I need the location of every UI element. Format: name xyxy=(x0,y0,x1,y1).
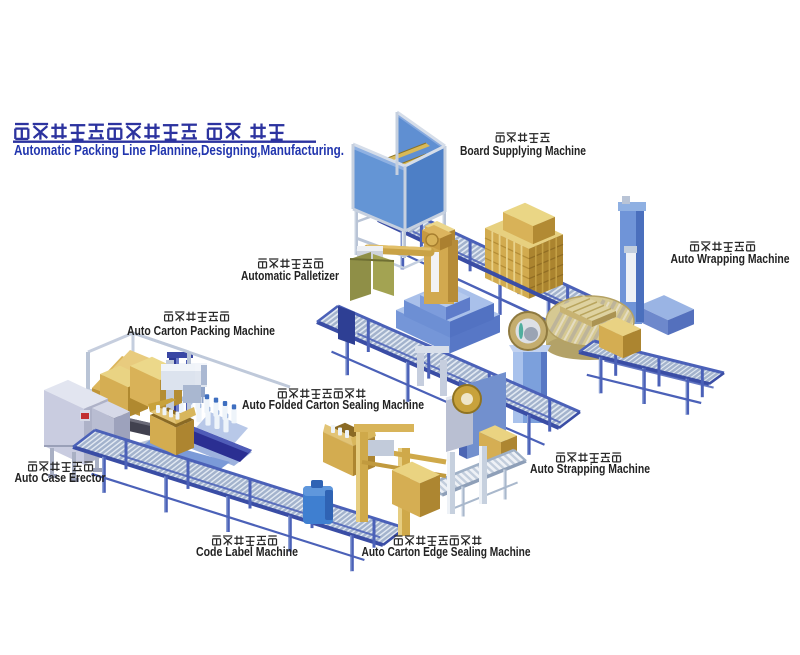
svg-text:Automatic Palletizer: Automatic Palletizer xyxy=(241,268,339,283)
svg-text:Code Label Machine: Code Label Machine xyxy=(196,544,298,559)
svg-text:Auto Carton Packing Machine: Auto Carton Packing Machine xyxy=(127,323,275,338)
svg-text:Auto Carton Edge Sealing Machi: Auto Carton Edge Sealing Machine xyxy=(362,544,531,559)
svg-text:Auto Strapping Machine: Auto Strapping Machine xyxy=(530,461,650,476)
svg-text:Auto Folded Carton Sealing Mac: Auto Folded Carton Sealing Machine xyxy=(242,397,424,412)
svg-text:Automatic Packing Line Plannin: Automatic Packing Line Plannine,Designin… xyxy=(14,142,344,159)
svg-text:Auto Wrapping Machine: Auto Wrapping Machine xyxy=(671,251,790,266)
svg-text:Auto Case Erector: Auto Case Erector xyxy=(15,470,106,485)
svg-text:Board Supplying Machine: Board Supplying Machine xyxy=(460,143,586,158)
